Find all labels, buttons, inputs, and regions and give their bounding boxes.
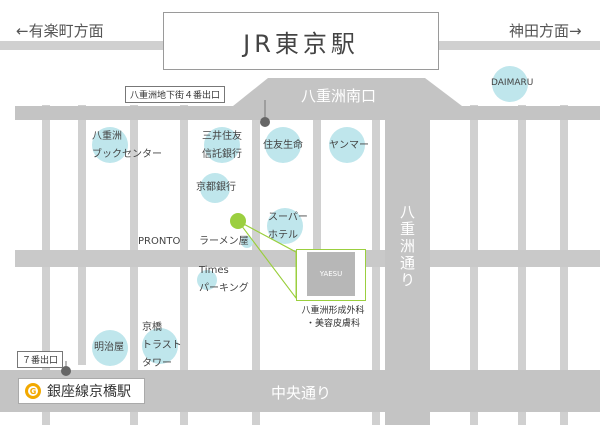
exit4-dot bbox=[260, 117, 270, 127]
exit-7-label: ７番出口 bbox=[17, 351, 64, 368]
sumitomo-life-label: 住友生命 bbox=[263, 140, 303, 151]
daimaru-label: DAIMARU bbox=[491, 78, 534, 88]
landmark-circles bbox=[92, 66, 528, 366]
meijiya-label: 明治屋 bbox=[94, 342, 124, 353]
yanmar-label: ヤンマー bbox=[329, 140, 369, 151]
right-direction-label: 神田方面→ bbox=[509, 22, 582, 40]
yaesu-book-center-label: 八重洲 ブックセンター bbox=[92, 131, 162, 160]
mitsui-sumitomo-trust-label: 三井住友 信託銀行 bbox=[202, 131, 242, 160]
left-direction-label: ←有楽町方面 bbox=[16, 22, 104, 40]
clinic-marker[interactable] bbox=[230, 213, 246, 229]
ginza-station-name: 銀座線京橋駅 bbox=[47, 384, 131, 400]
ramen-shop-label: ラーメン屋 bbox=[199, 236, 249, 247]
clinic-label: 八重洲形成外科 ・美容皮膚科 bbox=[301, 306, 365, 329]
kyoto-bank-label: 京都銀行 bbox=[196, 182, 236, 193]
ginza-line-icon: G bbox=[25, 383, 41, 399]
clinic-building-photo: YAESU bbox=[307, 252, 355, 296]
jr-tokyo-station: JR東京駅 bbox=[163, 12, 439, 70]
super-hotel-label: スーパー ホテル bbox=[268, 212, 308, 241]
underground-exit-4-label: 八重洲地下街４番出口 bbox=[125, 86, 226, 103]
yaesu-south-exit-label: 八重洲南口 bbox=[301, 87, 377, 105]
clinic-photo-frame[interactable]: YAESU bbox=[296, 249, 366, 301]
chuo-dori-label: 中央通り bbox=[271, 384, 332, 402]
yaesu-dori-label: 八重洲通り bbox=[398, 204, 416, 289]
kyobashi-trust-tower-label: 京橋 トラスト タワー bbox=[142, 322, 182, 369]
ginza-line-kyobashi-station: G 銀座線京橋駅 bbox=[18, 378, 145, 404]
exit7-dot bbox=[61, 366, 71, 376]
upper-avenue bbox=[15, 106, 600, 120]
pronto-label: PRONTO bbox=[138, 236, 181, 247]
yaesu-south-exit-plaza bbox=[233, 78, 462, 106]
times-parking-label: Times パーキング bbox=[199, 265, 249, 294]
